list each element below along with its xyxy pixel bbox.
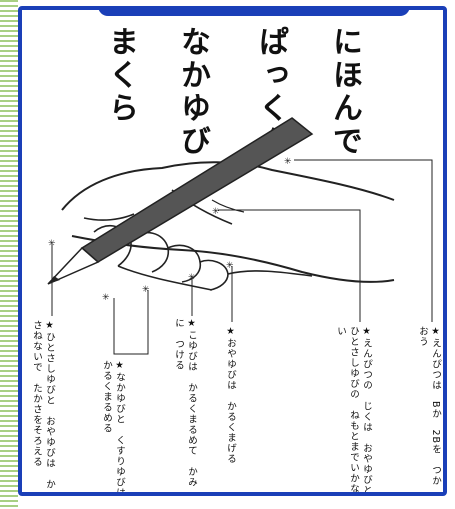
decorative-stripe-border <box>0 0 18 509</box>
hand-holding-pencil-illustration: ✳ ✳ ✳ ✳ ✳ ✳ ✳ <box>47 117 433 355</box>
frame-top-tab <box>98 10 410 16</box>
illustration-frame: にほんで ぱっくん なかゆび まくら ✳ ✳ ✳ ✳ ✳ ✳ ✳ <box>18 6 447 496</box>
title-line-3: なかゆび <box>175 26 210 158</box>
svg-text:✳: ✳ <box>102 293 110 303</box>
note-index-thumb: ★ひとさしゆびと おやゆびは かさねないで たかさをそろえる <box>31 320 55 490</box>
note-pinky: ★こゆびは かるくまるめて かみに つける <box>173 318 197 488</box>
svg-text:✳: ✳ <box>142 285 150 295</box>
svg-text:✳: ✳ <box>212 207 220 217</box>
note-thumb: ★おやゆびは かるくまげる <box>225 326 236 464</box>
title-line-4: まくら <box>103 26 138 125</box>
pencil-shape <box>47 117 314 285</box>
title-line-1: にほんで <box>327 26 362 158</box>
svg-text:✳: ✳ <box>284 157 292 167</box>
note-middle-ring: ★なかゆびと くすりゆびは かるくまるめる <box>101 360 125 496</box>
note-pencil-axis: ★えんぴつの じくは おやゆびと ひとさしゆびの ねもとまでいかない <box>335 326 372 496</box>
svg-text:✳: ✳ <box>226 261 234 271</box>
note-pencil-grade: ★えんぴつは Bか 2Bを つかおう <box>417 326 441 487</box>
